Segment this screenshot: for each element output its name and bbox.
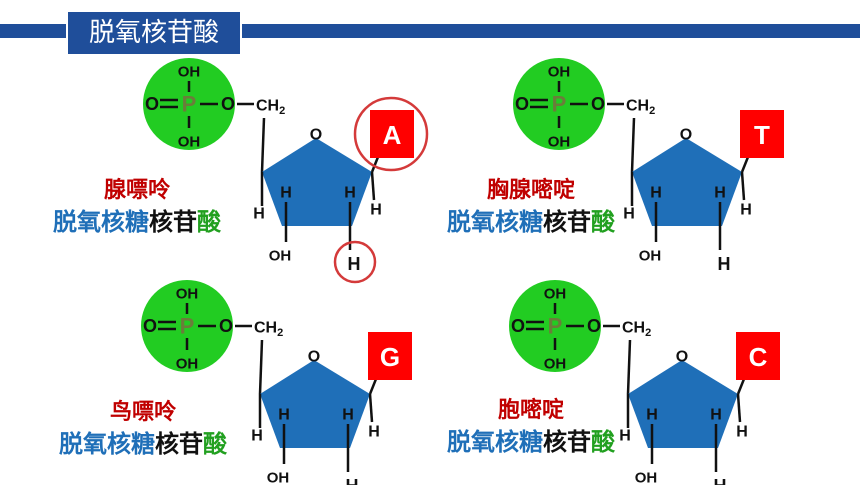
bond-c1-h: [740, 171, 746, 201]
h-c2-up: H: [344, 185, 356, 202]
hydroxyl-3: OH: [635, 470, 658, 485]
h-c4: H: [619, 428, 631, 445]
base-box: [736, 332, 780, 380]
base-name: 鸟嘌呤: [109, 400, 176, 425]
phosphate-oh-bottom: OH: [176, 356, 199, 373]
bond-ch2-ring: [630, 117, 636, 173]
base-name: 胸腺嘧啶: [486, 178, 575, 203]
phosphate-circle: [143, 58, 235, 150]
h-c2-down: H: [718, 254, 731, 274]
ring-oxygen: O: [680, 127, 692, 144]
nucleotide-name: 脱氧核糖核苷酸: [53, 208, 221, 236]
h-c2-down: H: [346, 476, 359, 485]
phosphate-oh-bottom: OH: [178, 134, 201, 151]
phosphate-circle: [141, 280, 233, 372]
base-box: [368, 332, 412, 380]
ester-oxygen: O: [219, 316, 233, 336]
h-c2-down: H: [714, 476, 727, 485]
hydroxyl-3: OH: [639, 248, 662, 265]
caption-guanine: 鸟嘌呤 脱氧核糖核苷酸: [38, 398, 248, 460]
base-letter: G: [380, 342, 400, 372]
base-letter: C: [749, 342, 768, 372]
nucleotide-guanine: OHPOHOOCH2OHHOHHHHG: [141, 280, 412, 485]
phosphate-oh-bottom: OH: [548, 134, 571, 151]
highlight-circle-base: [353, 96, 429, 172]
ch2-label: CH2: [254, 320, 283, 340]
h-c3-up: H: [280, 185, 292, 202]
double-bond-oxygen: O: [143, 316, 157, 336]
bond-ch2-ring: [260, 117, 266, 173]
double-bond-oxygen: O: [511, 316, 525, 336]
caption-thymine: 胸腺嘧啶 脱氧核糖核苷酸: [426, 176, 636, 238]
phosphorus-atom: P: [180, 314, 195, 339]
phosphorus-atom: P: [552, 92, 567, 117]
h-c4: H: [251, 428, 263, 445]
hydroxyl-3: OH: [267, 470, 290, 485]
h-c3-up: H: [278, 407, 290, 424]
ch2-label: CH2: [256, 98, 285, 118]
h-c1: H: [368, 424, 380, 441]
bond-c1-h: [736, 393, 742, 423]
h-c1: H: [370, 202, 382, 219]
ester-oxygen: O: [591, 94, 605, 114]
h-c2-down: H: [348, 254, 361, 274]
hydroxyl-3: OH: [269, 248, 292, 265]
h-c2-up: H: [342, 407, 354, 424]
ring-oxygen: O: [308, 349, 320, 366]
deoxyribose-ring: [262, 138, 372, 226]
base-box: [370, 110, 414, 158]
bond-c1-h: [368, 393, 374, 423]
base-name: 胞嘧啶: [497, 398, 564, 423]
nucleotide-name: 脱氧核糖核苷酸: [59, 430, 227, 458]
phosphorus-atom: P: [182, 92, 197, 117]
phosphate-oh-top: OH: [176, 286, 199, 303]
double-bond-oxygen: O: [515, 94, 529, 114]
base-name: 腺嘌呤: [103, 178, 170, 203]
phosphate-oh-bottom: OH: [544, 356, 567, 373]
ester-oxygen: O: [221, 94, 235, 114]
phosphate-oh-top: OH: [178, 64, 201, 81]
h-c1: H: [740, 202, 752, 219]
phosphate-circle: [513, 58, 605, 150]
nucleotide-name: 脱氧核糖核苷酸: [447, 428, 615, 456]
h-c1: H: [736, 424, 748, 441]
deoxyribose-ring: [632, 138, 742, 226]
bond-c1-h: [370, 171, 376, 201]
base-box: [740, 110, 784, 158]
h-c3-up: H: [646, 407, 658, 424]
caption-adenine: 腺嘌呤 脱氧核糖核苷酸: [32, 176, 242, 238]
page-title: 脱氧核苷酸: [66, 10, 242, 56]
ch2-label: CH2: [626, 98, 655, 118]
bond-ch2-ring: [258, 339, 264, 395]
deoxyribose-ring: [260, 360, 370, 448]
h-c2-up: H: [714, 185, 726, 202]
ring-oxygen: O: [676, 349, 688, 366]
ester-oxygen: O: [587, 316, 601, 336]
h-c3-up: H: [650, 185, 662, 202]
double-bond-oxygen: O: [145, 94, 159, 114]
highlight-circle-hydrogen: [333, 240, 377, 284]
phosphate-oh-top: OH: [544, 286, 567, 303]
base-letter: A: [383, 120, 402, 150]
h-c4: H: [253, 206, 265, 223]
phosphorus-atom: P: [548, 314, 563, 339]
caption-cytosine: 胞嘧啶 脱氧核糖核苷酸: [426, 396, 636, 458]
h-c4: H: [623, 206, 635, 223]
ring-oxygen: O: [310, 127, 322, 144]
base-letter: T: [754, 120, 770, 150]
h-c2-up: H: [710, 407, 722, 424]
nucleotide-name: 脱氧核糖核苷酸: [447, 208, 615, 236]
bond-ch2-ring: [626, 339, 632, 395]
phosphate-oh-top: OH: [548, 64, 571, 81]
deoxyribose-ring: [628, 360, 738, 448]
ch2-label: CH2: [622, 320, 651, 340]
phosphate-circle: [509, 280, 601, 372]
nucleotide-cytosine: OHPOHOOCH2OHHOHHHHC: [509, 280, 780, 485]
